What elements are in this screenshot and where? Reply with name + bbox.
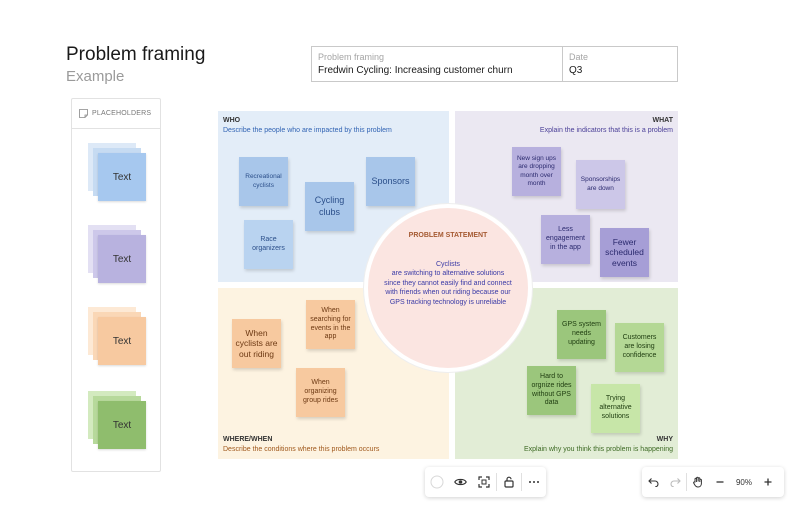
sticky-note[interactable]: Less engagement in the app: [541, 215, 590, 264]
sticky-note[interactable]: Fewer scheduled events: [600, 228, 649, 277]
why-description: Explain why you think this problem is ha…: [523, 446, 673, 453]
placeholder-note-label: Text: [98, 317, 146, 365]
placeholders-header: PLACEHOLDERS: [72, 99, 160, 129]
frame-button[interactable]: [473, 467, 497, 497]
topic-value: Fredwin Cycling: Increasing customer chu…: [318, 65, 513, 76]
who-title: WHO: [223, 117, 241, 124]
sticky-note[interactable]: When organizing group rides: [296, 368, 345, 417]
zoom-out-button[interactable]: [709, 467, 731, 497]
eye-icon: [454, 478, 468, 486]
placeholder-note-label: Text: [98, 401, 146, 449]
sticky-note[interactable]: When searching for events in the app: [306, 300, 355, 349]
date-label: Date: [569, 52, 589, 62]
placeholder-note-purple[interactable]: Text: [88, 225, 150, 287]
problem-statement-text: Cyclists are switching to alternative so…: [384, 260, 512, 307]
redo-button[interactable]: [664, 467, 686, 497]
placeholder-note-blue[interactable]: Text: [88, 143, 150, 205]
sticky-note[interactable]: Customers are losing confidence: [615, 323, 664, 372]
placeholder-note-label: Text: [98, 153, 146, 201]
sticky-note-icon: [79, 109, 88, 118]
sticky-note[interactable]: Recreational cyclists: [239, 157, 288, 206]
zoom-toolbar: 90%: [642, 467, 784, 497]
problem-statement-circle[interactable]: PROBLEM STATEMENT Cyclists are switching…: [364, 204, 532, 372]
hand-icon: [693, 476, 702, 488]
placeholder-note-green[interactable]: Text: [88, 391, 150, 453]
undo-icon: [647, 478, 658, 487]
plus-icon: [764, 478, 772, 486]
what-description: Explain the indicators that this is a pr…: [539, 127, 673, 134]
more-options-button[interactable]: [522, 467, 546, 497]
sticky-note[interactable]: Sponsors: [366, 157, 415, 206]
what-title: WHAT: [652, 117, 673, 124]
problem-statement-subject: Cyclists: [435, 261, 461, 268]
sticky-note[interactable]: Race organizers: [244, 220, 293, 269]
who-description: Describe the people who are impacted by …: [223, 127, 392, 134]
placeholders-title: PLACEHOLDERS: [92, 110, 152, 117]
more-icon: [529, 481, 540, 483]
date-cell[interactable]: Date Q3: [563, 47, 677, 81]
circle-icon: [430, 475, 444, 489]
frame-icon: [478, 476, 491, 488]
sticky-note[interactable]: Cycling clubs: [305, 182, 354, 231]
page-title: Problem framing: [66, 44, 206, 65]
problem-statement-body: are switching to alternative solutions s…: [384, 270, 512, 306]
placeholders-panel: PLACEHOLDERS Text Text Text Text: [71, 98, 161, 472]
visibility-button[interactable]: [449, 467, 473, 497]
placeholder-note-label: Text: [98, 235, 146, 283]
toolbar-divider: [496, 473, 498, 491]
topic-cell[interactable]: Problem framing Fredwin Cycling: Increas…: [312, 47, 563, 81]
lock-icon: [504, 476, 514, 488]
why-title: WHY: [656, 436, 673, 443]
sticky-note[interactable]: New sign ups are dropping month over mon…: [512, 147, 561, 196]
minus-icon: [716, 481, 724, 483]
undo-button[interactable]: [642, 467, 664, 497]
sticky-note[interactable]: GPS system needs updating: [557, 310, 606, 359]
date-value: Q3: [569, 65, 583, 76]
page-subtitle: Example: [66, 68, 125, 85]
sticky-note[interactable]: Sponsorships are down: [576, 160, 625, 209]
lock-button[interactable]: [497, 467, 521, 497]
canvas-toolbar: [425, 467, 546, 497]
zoom-level[interactable]: 90%: [735, 477, 752, 487]
topic-label: Problem framing: [318, 52, 385, 62]
redo-icon: [670, 478, 681, 487]
zoom-in-button[interactable]: [757, 467, 779, 497]
where-when-title: WHERE/WHEN: [223, 436, 273, 443]
sticky-note[interactable]: Trying alternative solutions: [591, 384, 640, 433]
sticky-note[interactable]: When cyclists are out riding: [232, 319, 281, 368]
toolbar-divider: [686, 473, 687, 491]
where-when-description: Describe the conditions where this probl…: [223, 446, 380, 453]
toolbar-divider: [521, 473, 523, 491]
info-table: Problem framing Fredwin Cycling: Increas…: [311, 46, 678, 82]
sticky-note[interactable]: Hard to orgnize rides without GPS data: [527, 366, 576, 415]
pan-button[interactable]: [687, 467, 709, 497]
color-picker-button[interactable]: [425, 467, 449, 497]
problem-statement-title: PROBLEM STATEMENT: [408, 232, 488, 239]
placeholder-note-orange[interactable]: Text: [88, 307, 150, 369]
